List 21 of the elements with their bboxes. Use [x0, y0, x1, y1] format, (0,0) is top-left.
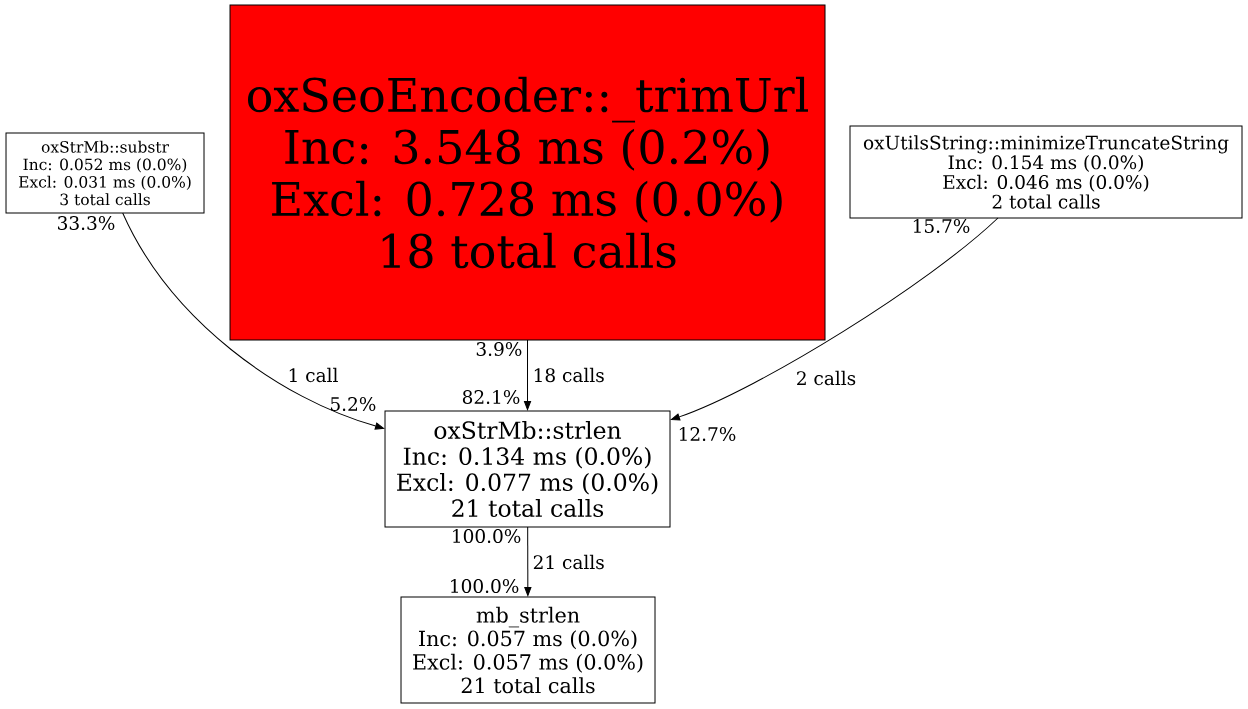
function-box: oxSeoEncoder::_trimUrl Inc: 3.548 ms (0.2%) Excl: 0.728 ms (0.0%) 18 total calls [229, 4, 826, 341]
function-box: oxStrMb::strlen Inc: 0.134 ms (0.0%) Excl: 0.077 ms (0.0%) 21 total calls [384, 410, 671, 528]
percentage-label: 100.0% [451, 579, 519, 593]
edge-label: 21 calls [533, 554, 604, 570]
arrow [670, 217, 999, 421]
percentage-label: 5.2% [330, 397, 376, 411]
edge-label: 1 call [289, 367, 338, 383]
arrow [122, 212, 385, 430]
percentage-label: 100.0% [453, 529, 521, 543]
arrow [524, 526, 532, 597]
function-box: oxStrMb::substr Inc: 0.052 ms (0.0%) Excl: 0.031 ms (0.0%) 3 total calls [5, 132, 205, 214]
percentage-label: 82.1% [462, 390, 520, 404]
percentage-label: 12.7% [679, 427, 736, 441]
edge-label: 2 calls [797, 370, 856, 386]
percentage-label: 15.7% [913, 219, 970, 233]
percentage-label: 3.9% [476, 342, 522, 356]
arrow [523, 339, 532, 411]
function-box: oxUtilsString::minimizeTruncateString Inc: 0.154 ms (0.0%) Excl: 0.046 ms (0.0%) 2 total calls [849, 125, 1243, 219]
percentage-label: 33.3% [58, 216, 115, 230]
edge-label: 18 calls [534, 367, 604, 383]
function-box: mb_strlen Inc: 0.057 ms (0.0%) Excl: 0.057 ms (0.0%) 21 total calls [400, 596, 656, 704]
